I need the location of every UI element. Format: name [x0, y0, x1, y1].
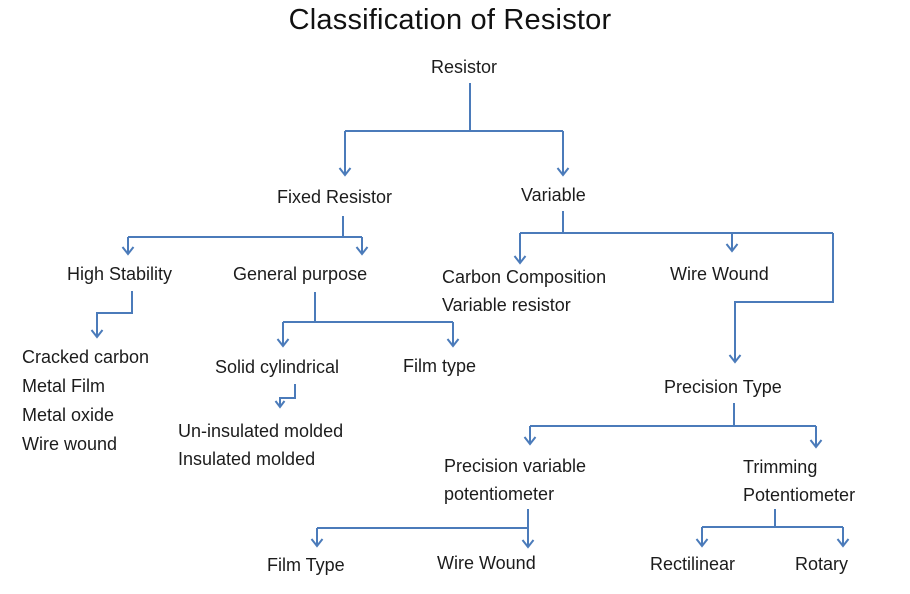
edge-resistor-children	[338, 83, 570, 177]
node-precision-variable-potentiometer: Precision variable potentiometer	[444, 452, 586, 508]
node-variable: Variable	[521, 185, 586, 205]
list-item-insulated-molded: Insulated molded	[178, 449, 316, 469]
edge-precision-variable-children	[310, 509, 535, 549]
node-precision-variable-line2: potentiometer	[444, 484, 555, 504]
node-high-stability: High Stability	[67, 264, 173, 284]
list-item-uninsulated-molded: Un-insulated molded	[178, 421, 344, 441]
edge-high-stability-list	[90, 291, 133, 339]
node-wire-wound-variable: Wire Wound	[670, 264, 769, 284]
node-rotary: Rotary	[795, 554, 849, 574]
edge-fixed-resistor-children	[121, 216, 369, 256]
node-resistor: Resistor	[431, 57, 498, 77]
node-film-type-general: Film type	[403, 356, 477, 376]
node-high-stability-type-list: Cracked carbon Metal Film Metal oxide Wi…	[22, 343, 149, 459]
diagram-title: Classification of Resistor	[288, 4, 612, 36]
node-general-purpose: General purpose	[233, 264, 368, 284]
node-trimming-line2: Potentiometer	[743, 485, 856, 505]
node-trimming-line1: Trimming	[743, 457, 818, 477]
node-film-type-precision: Film Type	[267, 555, 345, 575]
node-precision-type: Precision Type	[664, 377, 782, 397]
node-trimming-potentiometer: Trimming Potentiometer	[743, 453, 855, 509]
node-carbon-composition-line1: Carbon Composition	[442, 267, 607, 287]
list-item-metal-film: Metal Film	[22, 376, 106, 396]
edge-general-purpose-children	[276, 292, 460, 348]
node-solid-cylindrical: Solid cylindrical	[215, 357, 340, 377]
node-rectilinear: Rectilinear	[650, 554, 736, 574]
list-item-metal-oxide: Metal oxide	[22, 405, 115, 425]
edge-solid-cylindrical-list	[274, 384, 296, 409]
node-molded-type-list: Un-insulated molded Insulated molded	[178, 417, 343, 473]
list-item-wire-wound: Wire wound	[22, 434, 118, 454]
edge-trimming-children	[695, 509, 850, 548]
node-fixed-resistor: Fixed Resistor	[277, 187, 393, 207]
edge-precision-type-children	[523, 403, 823, 449]
node-carbon-composition-line2: Variable resistor	[442, 295, 571, 315]
edge-variable-children	[513, 211, 834, 364]
node-precision-variable-line1: Precision variable	[444, 456, 587, 476]
list-item-cracked-carbon: Cracked carbon	[22, 347, 150, 367]
node-carbon-composition-variable-resistor: Carbon Composition Variable resistor	[442, 263, 606, 319]
node-wire-wound-precision: Wire Wound	[437, 553, 536, 573]
